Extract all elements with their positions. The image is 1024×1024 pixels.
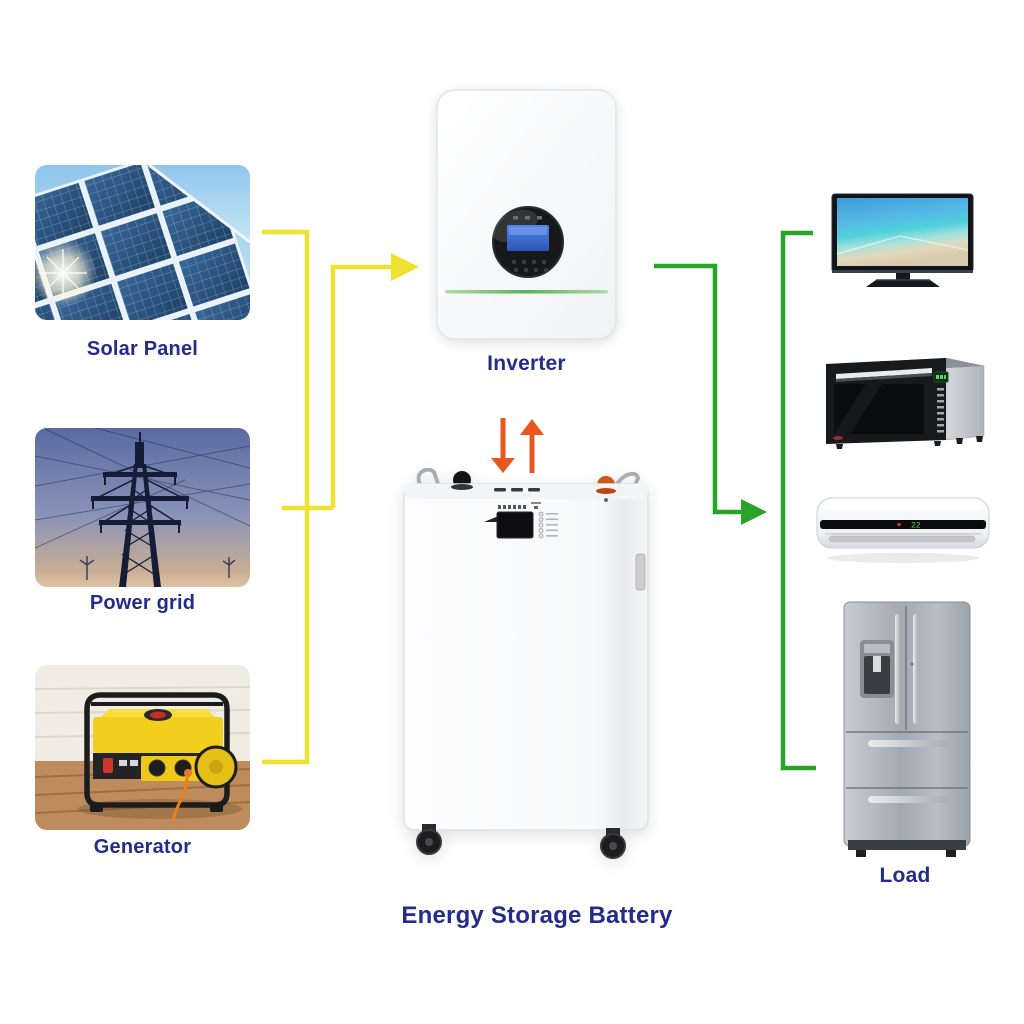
status-leds <box>538 511 558 539</box>
inverter-output-line <box>654 263 741 515</box>
drawer-handle-lower <box>868 796 946 803</box>
sun-rays <box>39 249 87 297</box>
discharge-arrowhead-up <box>520 419 544 435</box>
lift-handle-right <box>614 471 641 489</box>
arrowhead-into-load-bus <box>741 499 767 525</box>
inverter-buttons <box>511 259 549 273</box>
plug-connector <box>184 769 192 777</box>
load-bus-line <box>780 230 816 771</box>
air-conditioner-image: 22 <box>816 497 990 563</box>
wind-turbines <box>79 556 236 580</box>
fridge-base <box>848 840 966 850</box>
tv-stand-neck <box>896 273 910 280</box>
fuel-tank <box>93 717 223 753</box>
inverter-battery-flow <box>491 418 544 473</box>
tv-image <box>831 193 974 287</box>
inverter-image <box>436 89 617 340</box>
brand-logo <box>833 436 843 440</box>
microwave-oven-image <box>826 357 985 449</box>
side-vent <box>635 553 646 591</box>
fridge-foot <box>856 850 866 857</box>
solar-generator-bus-line <box>262 229 310 765</box>
bus-to-inverter-line <box>330 264 391 508</box>
power-switch <box>103 758 113 773</box>
battery-image <box>403 468 649 859</box>
ac-vent-flap <box>828 535 976 543</box>
refrigerator-image <box>843 601 971 857</box>
power-grid-image <box>35 428 250 587</box>
tv-screen <box>837 198 968 266</box>
dispenser-panel <box>864 644 890 653</box>
arrowhead-into-inverter <box>391 253 419 281</box>
fridge-handle-right <box>913 614 918 724</box>
load-label: Load <box>879 864 931 887</box>
caster-wheels <box>416 824 626 859</box>
ac-display-stripe <box>820 520 986 529</box>
generator-image <box>35 665 250 830</box>
battery-label: Energy Storage Battery <box>401 902 673 929</box>
shoreline <box>836 235 969 255</box>
tv-stand-base <box>866 280 940 287</box>
generator-label: Generator <box>93 836 192 858</box>
solar-panel-label: Solar Panel <box>86 338 199 360</box>
battery-control-panel <box>484 502 558 539</box>
fridge-foot <box>946 850 956 857</box>
inverter-label: Inverter <box>487 352 566 375</box>
fridge-handle-left <box>895 614 900 724</box>
sources-to-inverter-flow <box>262 229 419 765</box>
top-vents <box>494 488 540 492</box>
orange-cable <box>171 776 189 824</box>
ac-shadow <box>827 553 979 563</box>
solar-panel-image <box>35 165 250 320</box>
microwave-buttons <box>937 388 944 433</box>
ac-temperature-display: 22 <box>911 522 921 531</box>
panel-edge <box>148 165 250 244</box>
green-accent-stripe <box>445 290 608 294</box>
power-grid-label: Power grid <box>89 592 196 614</box>
battery-lcd <box>496 511 534 539</box>
transmission-tower <box>90 432 190 587</box>
ac-indicator-light <box>897 522 901 527</box>
microwave-door-window <box>834 384 924 434</box>
inverter-to-load-flow <box>654 230 816 771</box>
insulators <box>92 477 188 533</box>
dispenser-lever <box>873 656 881 672</box>
dispenser-recess <box>864 656 890 694</box>
microwave-side-panel <box>945 357 985 441</box>
portable-generator <box>84 692 238 824</box>
lift-handle-left <box>416 468 440 485</box>
microwave-feet <box>836 436 983 449</box>
microwave-handle <box>836 368 932 379</box>
drawer-handle-upper <box>868 740 946 747</box>
